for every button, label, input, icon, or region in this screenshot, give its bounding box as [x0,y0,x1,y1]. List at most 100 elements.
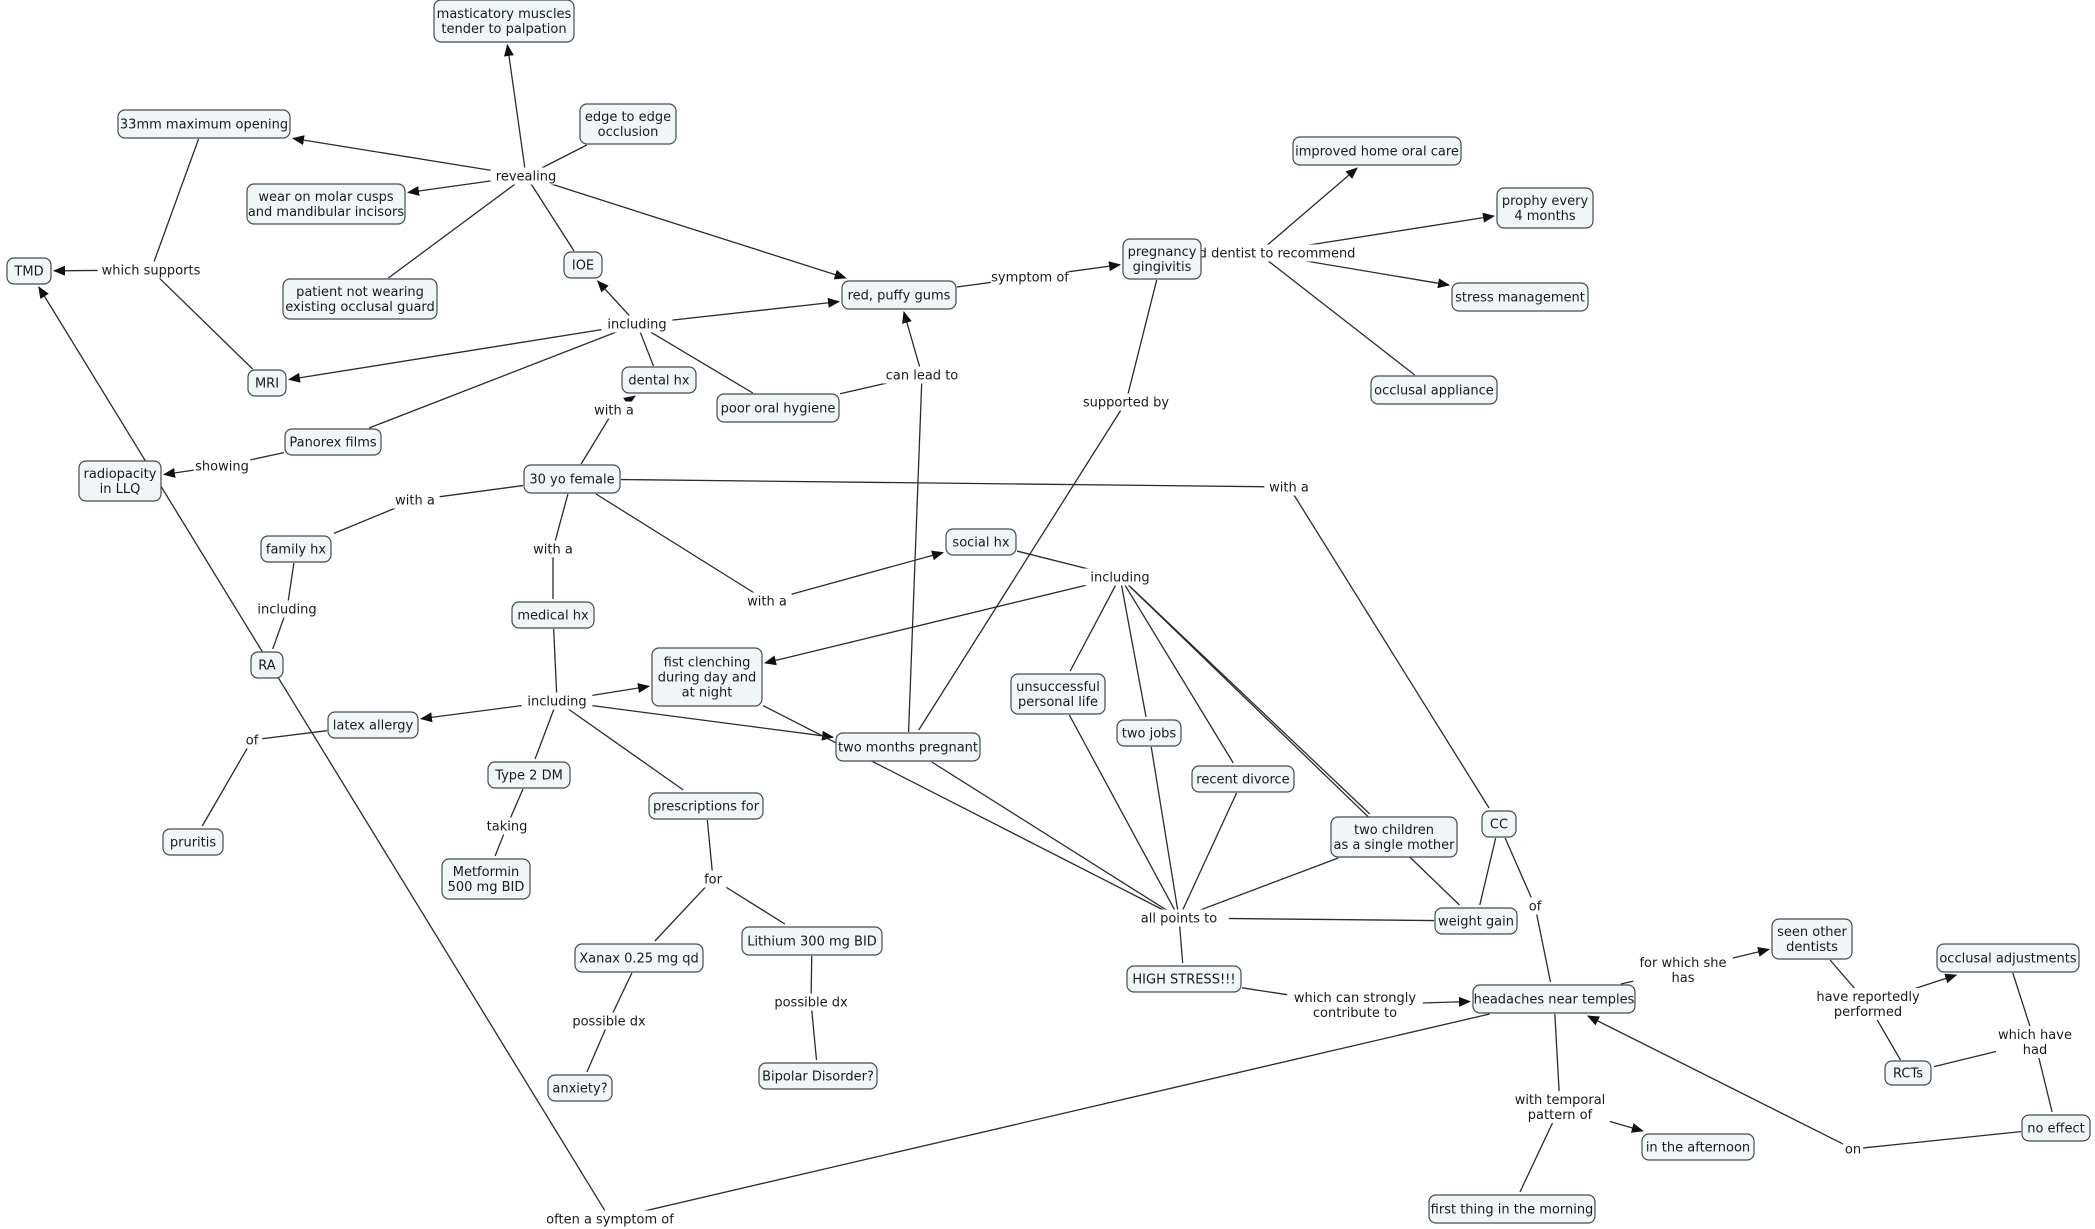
concept-text: radiopacity [84,467,157,482]
concept-mri[interactable]: MRI [247,369,287,397]
connection-max_opening-to-which_supports [153,138,200,263]
concept-bipolar[interactable]: Bipolar Disorder? [758,1062,878,1090]
concept-two_jobs[interactable]: two jobs [1116,719,1182,747]
concept-box [835,732,981,762]
concept-family_hx[interactable]: family hx [260,535,332,563]
concept-cc[interactable]: CC [1481,810,1517,838]
connection-two_months-to-can_lead_to [907,382,923,733]
concept-text: Lithium 300 mg BID [747,935,877,950]
concept-home_oral_care[interactable]: improved home oral care [1292,136,1462,166]
concept-red_gums[interactable]: red, puffy gums [841,280,957,310]
concept-stress_mgmt[interactable]: stress management [1451,282,1589,312]
concept-box [651,647,763,707]
linking-phrase-text: including [1090,571,1149,586]
concept-rcts[interactable]: RCTs [1884,1060,1932,1086]
concept-high_stress[interactable]: HIGH STRESS!!! [1126,965,1242,993]
linking-phrase-text: symptom of [991,271,1069,286]
concept-occlusal_adj[interactable]: occlusal adjustments [1936,943,2080,973]
concept-pruritis[interactable]: pruritis [162,828,224,856]
concept-text: during day and [658,671,757,686]
concept-xanax[interactable]: Xanax 0.25 mg qd [574,943,704,973]
concept-weight_gain[interactable]: weight gain [1434,907,1518,935]
concept-box [621,366,697,394]
concept-text: anxiety? [552,1082,607,1097]
concept-lithium[interactable]: Lithium 300 mg BID [741,926,883,956]
concept-type2dm[interactable]: Type 2 DM [487,761,571,789]
concept-medical_hx[interactable]: medical hx [511,601,595,629]
concept-text: as a single mother [1334,838,1456,853]
linking-phrase-text: which supports [102,264,201,279]
concept-text: improved home oral care [1295,145,1459,160]
linking-phrase-text: including [607,318,666,333]
linking-phrase-text: possible dx [774,996,848,1011]
linking-phrase-text: has [1672,971,1695,986]
concept-poor_hygiene[interactable]: poor oral hygiene [716,393,840,423]
concept-text: Metformin [453,865,519,880]
concept-dental_hx[interactable]: dental hx [621,366,697,394]
linking-phrase-text: taking [487,820,528,835]
connection-including_ra-to-ra [272,616,285,650]
linking-phrase-text: which can strongly [1294,991,1416,1006]
concept-text: occlusal adjustments [1939,952,2077,967]
concept-box [117,109,291,139]
connection-for_rx-to-lithium [719,882,786,925]
linking-phrase-which_supports: which supports [97,261,205,279]
concept-social_hx[interactable]: social hx [945,528,1017,556]
concept-afternoon[interactable]: in the afternoon [1641,1133,1755,1161]
linking-phrase-text: supported by [1083,396,1170,411]
connection-including_social-to-fist_clenching [764,578,1113,666]
concept-text: masticatory muscles [437,7,572,22]
concept-headaches[interactable]: headaches near temples [1472,984,1636,1014]
concept-box [1126,965,1242,993]
connection-type2dm-to-taking [509,788,524,819]
concept-anxiety[interactable]: anxiety? [547,1074,613,1102]
concept-panorex[interactable]: Panorex films [284,428,382,456]
concept-text: red, puffy gums [848,289,951,304]
concept-text: Bipolar Disorder? [762,1070,874,1085]
concept-two_months[interactable]: two months pregnant [835,732,981,762]
concept-box [547,1074,613,1102]
connection-revealing-to-max_opening [292,135,519,176]
concept-text: headaches near temples [1474,993,1635,1008]
linking-phrase-with_a_medical: with a [528,540,578,558]
concept-box [1641,1133,1755,1161]
concept-tmd[interactable]: TMD [6,257,52,285]
concept-no_effect[interactable]: no effect [2021,1114,2091,1142]
concept-recent_divorce[interactable]: recent divorce [1191,765,1295,793]
concept-latex_allergy[interactable]: latex allergy [327,711,419,739]
concept-text: Panorex films [289,436,377,451]
concept-ioe[interactable]: IOE [563,251,603,279]
concept-female[interactable]: 30 yo female [523,464,621,494]
concept-box [441,858,531,900]
concept-text: gingivitis [1133,260,1192,275]
concept-text: CC [1490,818,1508,833]
concept-max_opening[interactable]: 33mm maximum opening [117,109,291,139]
concept-text: weight gain [1438,915,1514,930]
concept-box [1292,136,1462,166]
connection-all_points_to-to-high_stress [1179,925,1184,964]
concept-text: fist clenching [664,656,751,671]
connection-prescriptions-to-for_rx [706,819,713,872]
concept-occlusal_appliance[interactable]: occlusal appliance [1370,375,1498,405]
concept-ra[interactable]: RA [250,651,284,679]
connection-including_ioe-to-red_gums [644,297,840,324]
concept-prescriptions[interactable]: prescriptions for [648,792,764,820]
connection-of_cc-to-headaches [1535,913,1552,983]
concept-box [945,528,1017,556]
concept-morning[interactable]: first thing in the morning [1428,1194,1596,1224]
concept-text: edge to edge [585,110,671,125]
connection-including_social-to-two_jobs [1120,584,1147,718]
connection-xanax-to-possible_dx_xanax [611,972,633,1015]
